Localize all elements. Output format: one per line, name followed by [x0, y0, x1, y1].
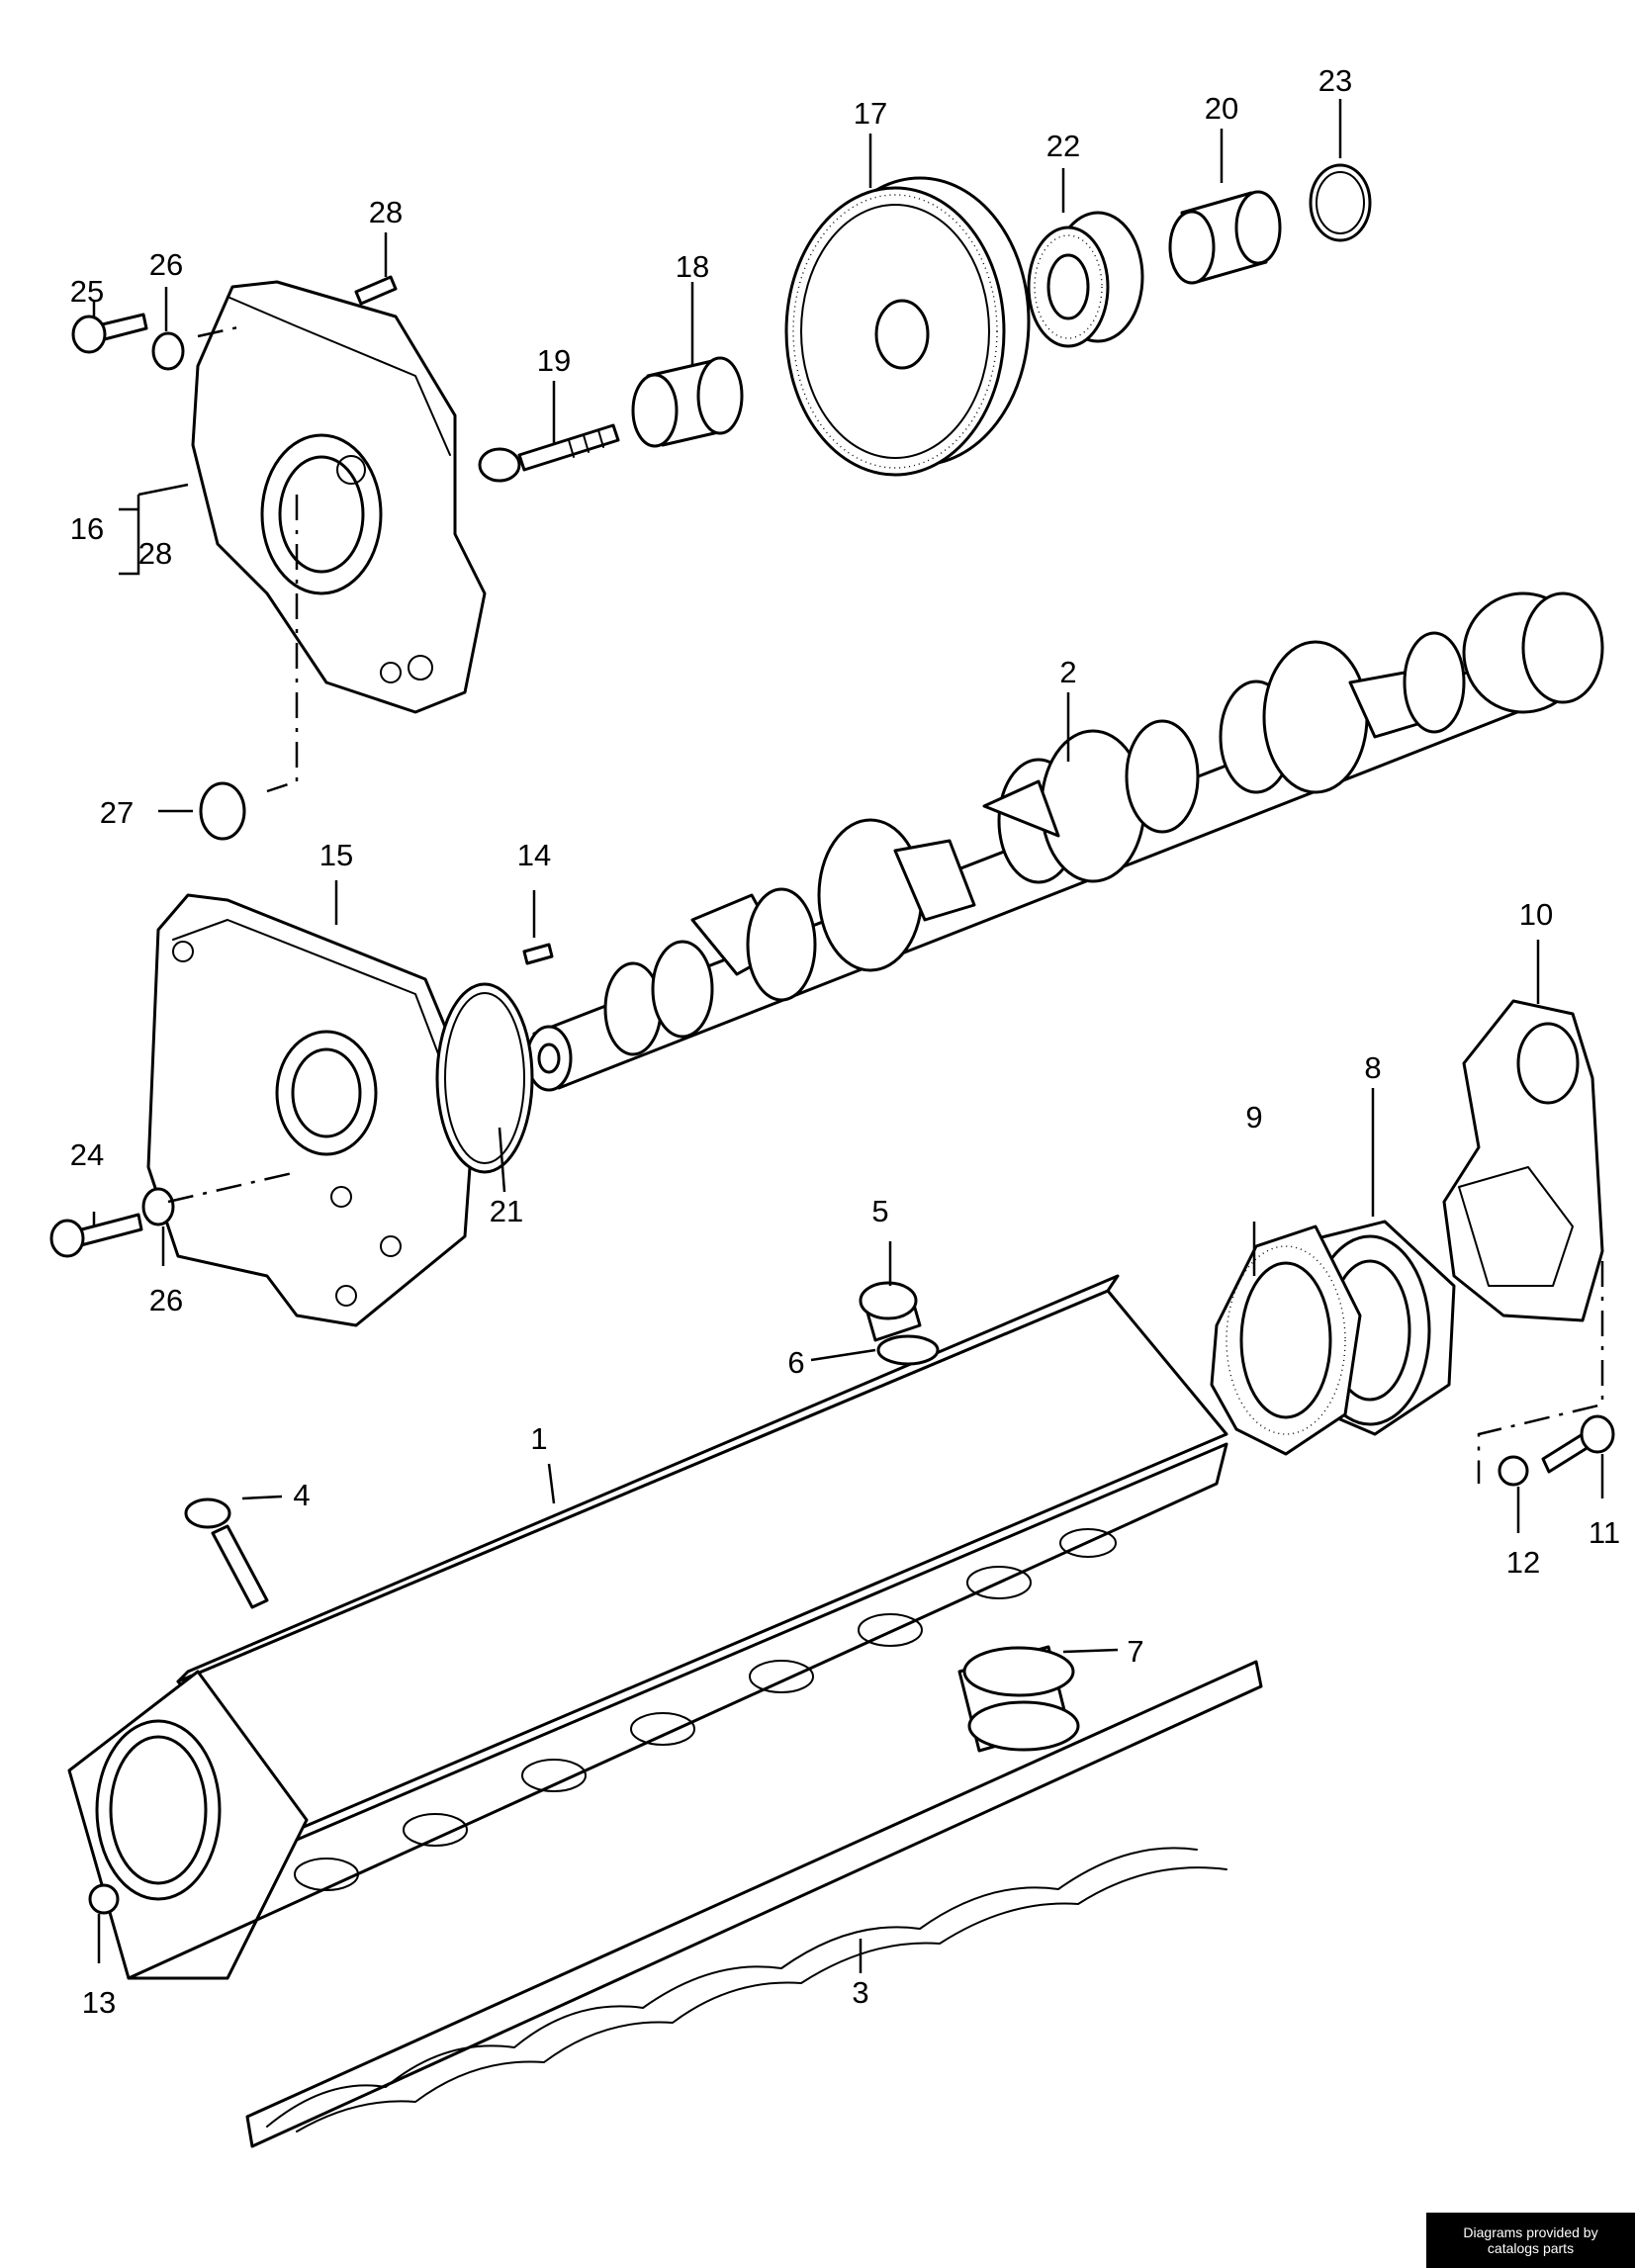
callout-16: 16 [70, 511, 104, 546]
callout-5: 5 [871, 1194, 888, 1228]
callout-18: 18 [676, 249, 709, 284]
bearing-gasket-part [1210, 1225, 1362, 1456]
cap-screw-part [478, 423, 620, 483]
callout-4: 4 [293, 1478, 310, 1512]
camshaft-housing-part [67, 1274, 1228, 1980]
callout-15: 15 [319, 838, 353, 872]
leader-lines [92, 99, 1604, 1973]
bolt-part-left [49, 1213, 143, 1258]
camshaft-part [525, 591, 1604, 1092]
callout-3: 3 [852, 1975, 868, 2010]
dowel-pin-part [354, 275, 398, 306]
callout-27: 27 [100, 795, 134, 830]
front-bearing-cover-part [191, 280, 487, 714]
bolt-part-housing [184, 1497, 269, 1609]
flange-bushing-part [631, 356, 744, 448]
o-ring-part-top [1309, 163, 1372, 242]
washer-part-right [1498, 1455, 1529, 1487]
threaded-plug-part [859, 1281, 922, 1342]
callout-24: 24 [70, 1137, 104, 1172]
callout-1: 1 [530, 1421, 547, 1456]
callout-26-bottom: 26 [149, 1283, 183, 1317]
callout-28-top: 28 [369, 195, 403, 229]
camshaft-sprocket-part [784, 176, 1031, 477]
callout-13: 13 [82, 1985, 116, 2020]
callout-20: 20 [1205, 91, 1238, 126]
callout-14: 14 [517, 838, 551, 872]
mounting-bracket-part [1442, 999, 1604, 1322]
callout-7: 7 [1127, 1634, 1143, 1669]
callout-22: 22 [1046, 129, 1080, 163]
assembly-lines [167, 324, 1604, 1484]
plug-part [199, 781, 246, 841]
callout-23: 23 [1318, 63, 1352, 98]
head-gasket-part [245, 1660, 1263, 2148]
rear-cover-part [146, 893, 477, 1327]
callout-26-top: 26 [149, 247, 183, 282]
seal-ring-part [876, 1334, 940, 1366]
tappet-part [957, 1645, 1080, 1753]
callout-25: 25 [70, 274, 104, 309]
callout-9: 9 [1245, 1100, 1262, 1134]
callout-labels: 1 2 3 4 5 6 7 8 9 10 11 12 13 14 15 16 1… [70, 63, 1620, 2020]
bolt-part-right [1541, 1414, 1615, 1474]
callout-28-bracket: 28 [138, 536, 172, 571]
callout-21: 21 [490, 1194, 523, 1228]
callout-11: 11 [1589, 1515, 1620, 1550]
bolt-part-top [71, 313, 148, 354]
o-ring-part [435, 982, 534, 1174]
plug-part-bottom [88, 1883, 120, 1915]
callout-8: 8 [1364, 1050, 1381, 1085]
sleeve-bushing-part [1168, 190, 1282, 285]
pin-part [522, 943, 554, 965]
callout-19: 19 [537, 343, 571, 378]
callout-17: 17 [854, 96, 887, 131]
shaft-seal-part [1027, 211, 1144, 348]
callout-12: 12 [1506, 1545, 1540, 1580]
washer-part-top [151, 331, 185, 371]
callout-10: 10 [1519, 897, 1553, 932]
callout-6: 6 [787, 1345, 804, 1380]
callout-2: 2 [1059, 655, 1076, 689]
washer-part-left [141, 1187, 175, 1226]
watermark-banner: Diagrams provided by catalogs parts [1426, 2213, 1635, 2268]
